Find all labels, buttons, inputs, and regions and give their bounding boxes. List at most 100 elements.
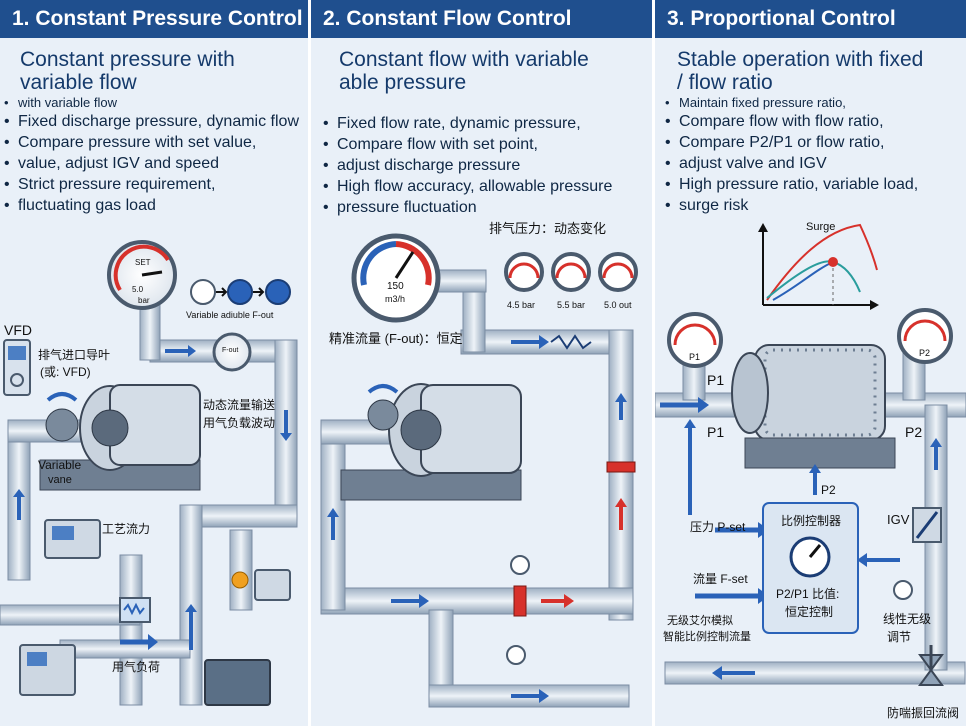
impeller — [400, 409, 442, 451]
panel-title: 1. Constant Pressure Control — [0, 0, 308, 38]
pipe-segment — [460, 329, 632, 355]
gauge-needle — [394, 251, 415, 279]
gas-tank — [204, 659, 271, 706]
bullet: High flow accuracy, allowable pressure — [321, 176, 651, 197]
gauge-value-label: 5.0 — [132, 285, 144, 294]
controller-title: 比例控制器 — [781, 514, 842, 528]
gauge-arc — [508, 262, 540, 279]
dynamic-flow-label: 动态流量输送 — [203, 398, 276, 412]
gauge-unit-label: bar — [138, 296, 150, 305]
flow-sensor-zigzag — [550, 334, 592, 350]
bullet: with variable flow — [2, 95, 308, 111]
bullet: Fixed flow rate, dynamic pressure, — [321, 113, 651, 134]
subtitle-line: able pressure — [339, 71, 467, 94]
flow-valve — [513, 585, 527, 617]
gauge-red-zone — [113, 244, 170, 292]
flow-arrow — [539, 335, 549, 349]
panel-subtitle: Constant pressure with variable flow — [20, 48, 235, 94]
panel-title: 2. Constant Flow Control — [311, 0, 652, 38]
flow-arrow — [809, 464, 821, 473]
pressure-gauge-2 — [551, 252, 591, 292]
p1-return-label: P1 — [707, 424, 725, 440]
subtitle-line: Stable operation with fixed — [677, 48, 924, 71]
surge-label: Surge — [806, 221, 836, 233]
bullet: value, adjust IGV and speed — [2, 153, 308, 174]
p2-gauge-label: P2 — [919, 348, 931, 358]
vfd-label: VFD — [4, 322, 32, 338]
flow-arrow — [615, 393, 627, 402]
gauge-arc — [903, 319, 947, 342]
igv-label: IGV — [887, 512, 910, 527]
pressure-gauge-1 — [504, 252, 544, 292]
p1-gauge-label: P1 — [689, 352, 701, 362]
pressure-set-label: 压力 P-set — [690, 520, 746, 534]
gas-use-label: 用气负荷 — [112, 660, 161, 674]
vane-rotation-arrow — [46, 392, 78, 402]
impeller — [91, 409, 129, 447]
small-gauge — [893, 580, 913, 600]
vfd-dial — [10, 373, 24, 387]
flow-arrow-red — [615, 498, 627, 507]
inlet-vane — [367, 399, 399, 431]
orange-valve — [231, 571, 249, 589]
flow-arrow — [684, 419, 696, 428]
flow-arrow — [698, 397, 709, 413]
panel-constant-pressure: 1. Constant Pressure Control Constant pr… — [0, 0, 311, 726]
vane-rotation-arrow — [367, 384, 399, 394]
dial-needle — [808, 544, 822, 558]
flow-arrow-red — [564, 594, 574, 608]
gauge-set-label: SET — [135, 258, 151, 267]
bullet: pressure fluctuation — [321, 197, 651, 218]
cabinet-screen — [27, 652, 47, 666]
compressor-inlet — [731, 352, 769, 434]
pipe-segment — [229, 529, 253, 611]
p2-gauge — [897, 308, 953, 364]
surge-line — [766, 223, 878, 301]
gauge-arc — [555, 262, 587, 279]
flow-arrow — [148, 634, 158, 650]
valve-controller — [254, 569, 291, 601]
bullet: Strict pressure requirement, — [2, 174, 308, 195]
flow-arrow — [419, 594, 429, 608]
compressor-base — [340, 469, 522, 501]
inlet-vane — [45, 408, 79, 442]
flow-constant-label: 精准流量 (F-out)：恒定 — [329, 331, 463, 346]
igv-vane — [915, 511, 939, 539]
variable-label: Variable — [38, 458, 82, 472]
panel-proportional: 3. Proportional Control Stable operation… — [655, 0, 966, 726]
bullet: adjust discharge pressure — [321, 155, 651, 176]
fout-gauge-label: F-out — [222, 347, 239, 354]
controller-ratio-label: P2/P1 比值: — [776, 587, 840, 601]
discharge-label: 排气压力：动态变化 — [489, 221, 607, 236]
bullet: adjust valve and IGV — [663, 153, 966, 174]
bullet: Compare flow with set point, — [321, 134, 651, 155]
signal-icon — [123, 602, 145, 616]
panel-subtitle: Constant flow with variable able pressur… — [339, 48, 589, 94]
bullet: Compare pressure with set value, — [2, 132, 308, 153]
pressure-diagram — [0, 240, 298, 706]
gauge1-label: 4.5 bar — [507, 300, 536, 310]
performance-curve — [772, 261, 834, 301]
p2-feedback-label: P2 — [821, 483, 836, 497]
small-gauge — [227, 279, 253, 305]
gauge-blue-zone — [360, 241, 397, 286]
pipe-segment — [664, 661, 966, 685]
bullet: Compare flow with flow ratio, — [663, 111, 966, 132]
flow-arrow — [280, 433, 292, 441]
small-gauge — [190, 279, 216, 305]
pressure-gauge-3 — [598, 252, 638, 292]
bullet-list: with variable flow Fixed discharge press… — [2, 95, 308, 216]
flow-set-label: 流量 F-set — [693, 572, 748, 586]
process-label: 工艺流力 — [102, 522, 151, 536]
vane-label: vane — [48, 474, 72, 486]
arrow-icon — [216, 287, 228, 297]
bullet: fluctuating gas load — [2, 195, 308, 216]
compressor-base — [744, 437, 896, 469]
p1-gauge — [667, 312, 723, 368]
anti-surge-label: 防喘振回流阀 — [887, 706, 960, 720]
flow-arrow — [712, 666, 722, 680]
controller-screen — [52, 526, 74, 540]
p2-label: P2 — [905, 424, 923, 440]
flow-diagram — [320, 233, 638, 708]
gauge-needle — [141, 270, 163, 277]
